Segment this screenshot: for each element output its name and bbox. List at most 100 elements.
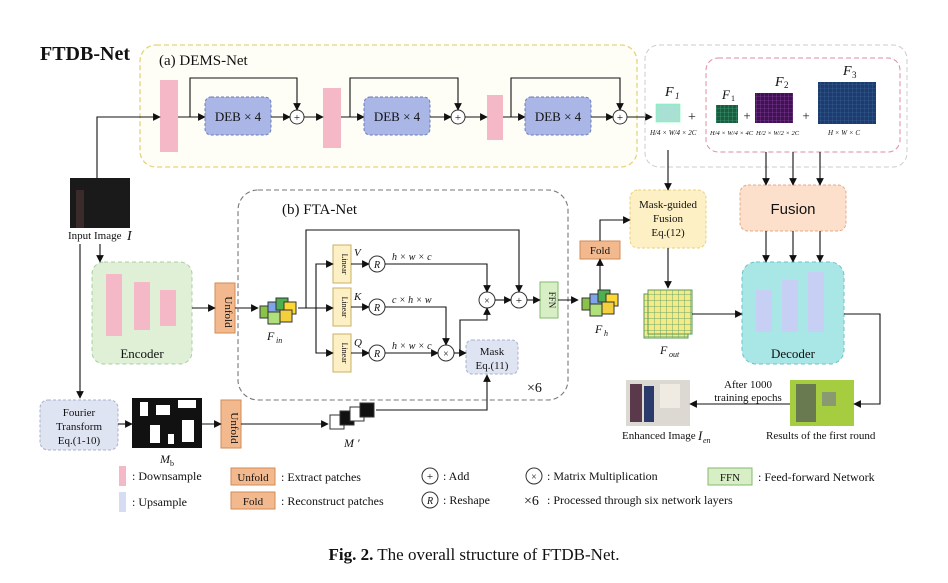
diagram-title: FTDB-Net: [40, 43, 130, 65]
deb-block-3-label: DEB × 4: [535, 109, 582, 124]
legend-fold-swatch: [230, 491, 276, 510]
f2-feature-map: [755, 93, 793, 123]
figure-caption: Fig. 2. The overall structure of FTDB-Ne…: [329, 545, 620, 564]
f1b-feature-map: [716, 105, 738, 123]
svg-text:in: in: [276, 336, 282, 345]
svg-text:h: h: [604, 329, 608, 338]
legend-downsample-swatch: [119, 466, 126, 486]
svg-text:FFN: FFN: [720, 472, 740, 484]
svg-text:FFN: FFN: [547, 292, 557, 309]
caption-bold: Fig. 2.: [329, 545, 374, 564]
svg-text:Fold: Fold: [243, 496, 264, 508]
legend-add: : Add: [443, 469, 469, 483]
svg-text:3: 3: [852, 70, 857, 80]
encoder-downsample-3: [160, 290, 176, 326]
encoder-downsample-1: [106, 274, 122, 336]
svg-text:Fold: Fold: [590, 245, 611, 257]
fusion-label: Fusion: [770, 201, 815, 218]
deb-block-1: [204, 96, 272, 136]
dems-arrows: [96, 77, 653, 178]
svg-text:I: I: [697, 428, 703, 443]
input-image-label: Input Image: [68, 230, 122, 242]
dim-v: h × w × c: [392, 252, 432, 263]
legend: : Downsample : Upsample Unfold : Extract…: [119, 466, 875, 512]
svg-text:×: ×: [443, 349, 449, 360]
svg-text:×: ×: [484, 296, 490, 307]
svg-text:R: R: [373, 260, 380, 271]
left-arrows: [76, 244, 491, 428]
svg-text:Fusion: Fusion: [653, 213, 683, 225]
svg-text:Mask: Mask: [480, 346, 505, 358]
after-epochs-label-1: After 1000: [724, 379, 772, 391]
f2-label: F: [774, 75, 784, 90]
f1-feature-map: [655, 103, 681, 123]
f1-label: F: [664, 85, 674, 100]
caption-text: The overall structure of FTDB-Net.: [373, 545, 619, 564]
input-image-symbol: I: [126, 229, 133, 244]
svg-text:+: +: [427, 471, 433, 483]
legend-six: : Processed through six network layers: [547, 493, 733, 507]
deb-block-1-label: DEB × 4: [215, 109, 262, 124]
downsample-block-2: [323, 88, 341, 148]
dim-k: c × h × w: [392, 295, 432, 306]
legend-matmul: : Matrix Multiplication: [547, 469, 658, 483]
svg-text:+: +: [617, 112, 623, 124]
svg-text:1: 1: [675, 91, 680, 101]
f1b-dims: H/4 × W/4 × 4C: [709, 130, 754, 137]
deb-block-2-label: DEB × 4: [374, 109, 421, 124]
m-prime-patches: [329, 402, 375, 430]
svg-text:Eq.(11): Eq.(11): [476, 360, 509, 372]
deb-block-3: [524, 96, 592, 136]
dems-net-label: (a) DEMS-Net: [159, 53, 249, 69]
fta-arrows: [298, 229, 579, 357]
svg-text:Eq.(1-10): Eq.(1-10): [58, 435, 101, 447]
fta-net-label: (b) FTA-Net: [282, 202, 358, 218]
f3-feature-map: [818, 82, 876, 124]
legend-downsample: : Downsample: [132, 469, 202, 483]
f1b-label: F: [721, 87, 731, 102]
fout-label: F: [659, 343, 668, 357]
first-round-label: Results of the first round: [766, 430, 876, 442]
svg-text:b: b: [170, 459, 174, 468]
svg-text:Transform: Transform: [56, 421, 102, 433]
legend-matmul-icon: [525, 467, 543, 485]
m-prime-label: M ′: [343, 436, 360, 450]
deb-block-2: [363, 96, 431, 136]
svg-text:Eq.(12): Eq.(12): [651, 227, 685, 239]
svg-text:2: 2: [784, 80, 789, 90]
encoder-label: Encoder: [120, 346, 164, 361]
decoder-upsample-1: [756, 290, 772, 332]
svg-text:Unfold: Unfold: [228, 412, 240, 444]
legend-reshape-icon: [421, 491, 439, 509]
svg-text:en: en: [703, 436, 711, 445]
feature-region: [644, 44, 908, 168]
k-label: K: [353, 291, 362, 303]
fh-patches: [581, 289, 619, 317]
legend-six-key: ×6: [524, 494, 539, 509]
svg-text:out: out: [669, 350, 680, 359]
svg-text:+: +: [688, 110, 696, 125]
svg-text:Linear: Linear: [340, 343, 349, 364]
svg-text:Linear: Linear: [340, 297, 349, 318]
decoder-label: Decoder: [771, 346, 816, 361]
fin-patches: [259, 297, 297, 325]
svg-text:×: ×: [531, 472, 537, 483]
mb-label: M: [159, 452, 171, 466]
legend-upsample-swatch: [119, 492, 126, 512]
svg-text:Linear: Linear: [340, 254, 349, 275]
encoder-downsample-2: [134, 282, 150, 330]
svg-text:+: +: [743, 108, 750, 123]
legend-upsample: : Upsample: [132, 495, 187, 509]
svg-text:R: R: [373, 349, 380, 360]
q-label: Q: [354, 337, 362, 349]
legend-unfold: : Extract patches: [281, 470, 361, 484]
svg-text:Unfold: Unfold: [222, 296, 234, 328]
legend-ffn-swatch: [707, 467, 753, 486]
f2-dims: H/2 × W/2 × 2C: [755, 130, 800, 137]
repeat-six-label: ×6: [527, 381, 542, 396]
svg-text:R: R: [426, 496, 433, 507]
svg-text:Unfold: Unfold: [237, 472, 269, 484]
svg-text:+: +: [455, 112, 461, 124]
